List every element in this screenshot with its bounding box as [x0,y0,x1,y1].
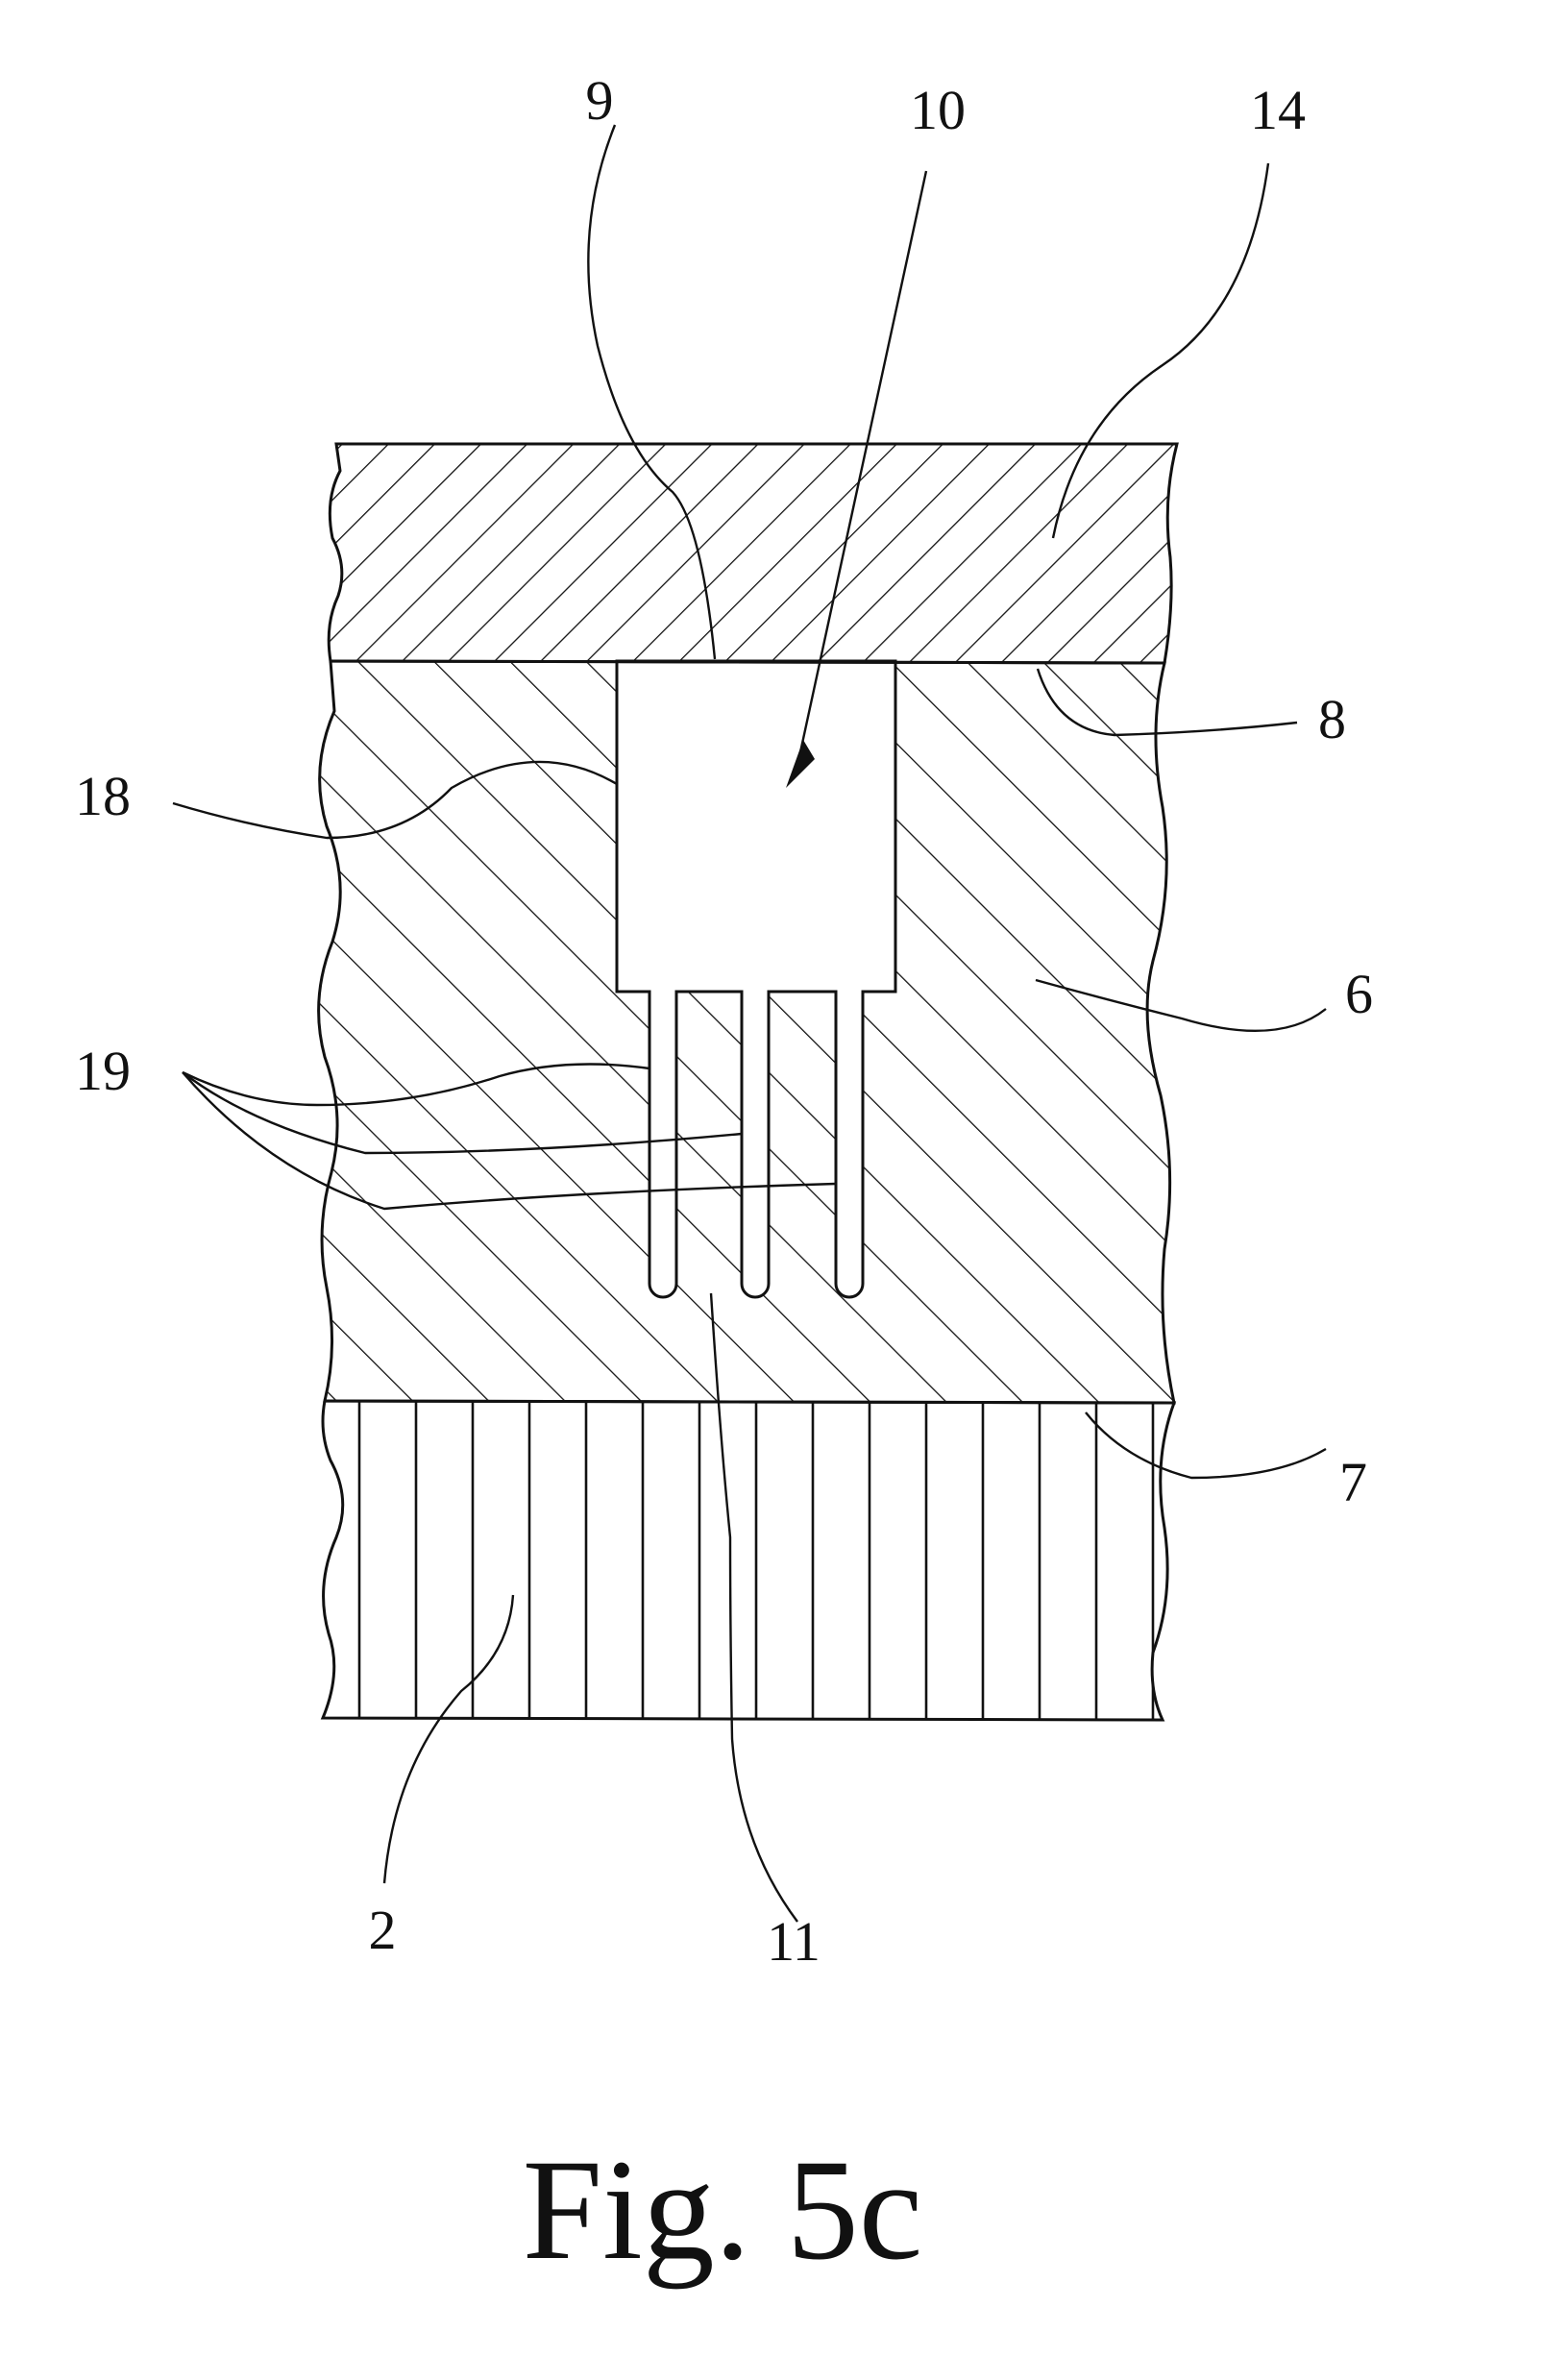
label-9: 9 [586,69,614,132]
top-layer-14 [329,444,1177,663]
middle-layer-6 [319,661,1174,1403]
label-18: 18 [75,765,131,827]
figure-caption: Fig. 5c [523,2130,923,2290]
label-11: 11 [767,1910,821,1973]
label-14: 14 [1250,79,1306,141]
label-2: 2 [369,1899,397,1961]
label-10: 10 [910,79,966,141]
cavity-10 [617,661,895,1297]
label-6: 6 [1345,963,1373,1025]
label-19: 19 [75,1040,131,1102]
label-8: 8 [1318,688,1346,750]
label-7: 7 [1339,1451,1367,1513]
substrate-2 [323,1401,1174,1720]
